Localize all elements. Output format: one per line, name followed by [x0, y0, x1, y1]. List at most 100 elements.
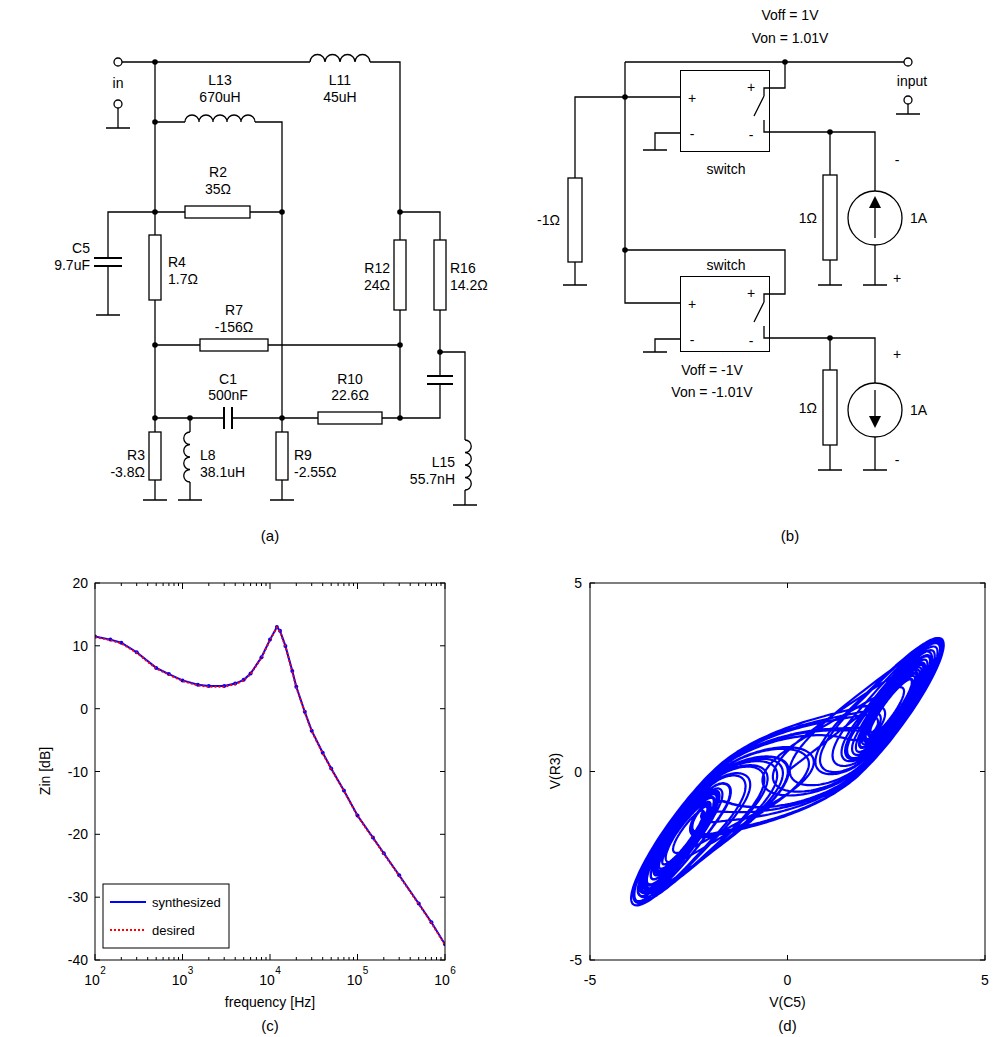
- tick-label: 0: [574, 765, 582, 779]
- polarity-sign: -: [895, 153, 900, 167]
- component-value: 55.7nH: [410, 472, 455, 486]
- plot-frame: [95, 583, 445, 960]
- component-value: 670uH: [199, 90, 240, 104]
- circuit-wire: [625, 250, 875, 470]
- resistor-symbol: [394, 240, 406, 310]
- component-name: L11: [329, 73, 351, 87]
- plot-frame: [590, 583, 985, 960]
- axis-title: V(R3): [548, 753, 562, 790]
- component-name: C1: [219, 372, 237, 386]
- tick-label: -40: [68, 953, 88, 967]
- resistor-symbol: [149, 235, 161, 300]
- component-value: -3.8Ω: [110, 465, 145, 479]
- tick-label: 10: [72, 639, 88, 653]
- current-source-symbol: [874, 206, 875, 238]
- terminal-symbol: [904, 58, 912, 66]
- threshold-label: Voff = 1V: [762, 8, 819, 22]
- component-name: R12: [364, 261, 390, 275]
- component-value: -2.55Ω: [294, 465, 336, 479]
- tick-label: 10: [84, 973, 100, 987]
- junction-dot: [622, 59, 833, 341]
- component-value: 500nF: [208, 388, 248, 402]
- component-name: R10: [337, 372, 363, 386]
- component-value: 1Ω: [799, 211, 817, 225]
- resistor-symbol: [823, 370, 837, 445]
- terminal-sign: -: [690, 127, 695, 141]
- component-name: R9: [294, 448, 312, 462]
- inductor-symbol: [465, 440, 471, 490]
- resistor-symbol: [200, 339, 268, 351]
- component-value: 38.1uH: [200, 465, 245, 479]
- component-name: L13: [208, 73, 231, 87]
- junction-dot: [827, 335, 833, 341]
- terminal-sign: +: [747, 286, 755, 300]
- component-name: R7: [225, 303, 243, 317]
- component-value: 9.7uF: [54, 258, 90, 272]
- component-value: 1A: [910, 403, 927, 417]
- threshold-label: Voff = -1V: [681, 363, 743, 377]
- terminal-symbol: [114, 58, 122, 66]
- junction-dot: [187, 415, 193, 421]
- circuit-wire: [625, 97, 680, 303]
- legend-box: [103, 884, 229, 948]
- switch-label: switch: [707, 162, 746, 176]
- capacitor-symbol: [94, 258, 122, 266]
- switch-label: switch: [707, 258, 746, 272]
- phase-portrait: [631, 638, 944, 905]
- ground-symbol: [563, 114, 920, 470]
- switch-box: +-+-switch: [680, 276, 770, 352]
- component-value: 1.7Ω: [168, 272, 198, 286]
- capacitor-symbol: [94, 258, 453, 429]
- tick-label: 10: [172, 973, 188, 987]
- current-source-symbol: [848, 383, 902, 437]
- tick-exponent: 3: [188, 966, 194, 976]
- tick-exponent: 5: [363, 966, 369, 976]
- tick-label: -5: [570, 953, 582, 967]
- threshold-label: Von = 1.01V: [752, 31, 829, 45]
- legend-box: [103, 884, 229, 948]
- ground-symbol: [96, 128, 477, 505]
- axis-title: V(C5): [769, 995, 806, 1009]
- circuit-wire: [655, 339, 680, 352]
- tick-exponent: 4: [275, 966, 281, 976]
- tick-exponent: 6: [450, 966, 456, 976]
- tick-label: -30: [68, 890, 88, 904]
- plot-frame: [590, 583, 985, 960]
- tick-label: -20: [68, 827, 88, 841]
- terminal-symbol: [114, 100, 122, 108]
- switch-box: +-+-switch: [680, 70, 770, 152]
- junction-dot: [152, 209, 158, 215]
- junction-dot: [397, 209, 403, 215]
- arrow-head: [869, 196, 881, 208]
- component-value: 1A: [910, 211, 927, 225]
- junction-dot: [437, 349, 443, 355]
- resistor-symbol: [434, 240, 446, 310]
- component-value: 45uH: [323, 90, 356, 104]
- circuit-wire: [189, 418, 190, 500]
- resistor-symbol: [149, 432, 161, 480]
- panel-label: (c): [261, 1018, 279, 1033]
- ground-symbol: [563, 114, 920, 470]
- component-name: L8: [200, 448, 216, 462]
- terminal-sign: -: [749, 128, 754, 142]
- junction-dot: [152, 342, 158, 348]
- junction-dot: [279, 415, 285, 421]
- terminal-sign: -: [749, 334, 754, 348]
- inductor-symbol: [184, 432, 190, 482]
- junction-dot: [827, 129, 833, 135]
- circuit-wire: [117, 108, 118, 128]
- junction-dot: [397, 415, 403, 421]
- legend-box: [110, 901, 146, 903]
- component-name: R3: [127, 448, 145, 462]
- terminal-symbol: [904, 96, 912, 104]
- ground-symbol: [96, 128, 477, 505]
- component-value: 1Ω: [799, 401, 817, 415]
- polarity-sign: +: [893, 347, 901, 361]
- resistor-symbol: [149, 206, 446, 480]
- circuit-wire: [155, 122, 282, 500]
- component-value: -156Ω: [215, 320, 254, 334]
- tick-label: 10: [259, 973, 275, 987]
- resistor-symbol: [568, 178, 582, 262]
